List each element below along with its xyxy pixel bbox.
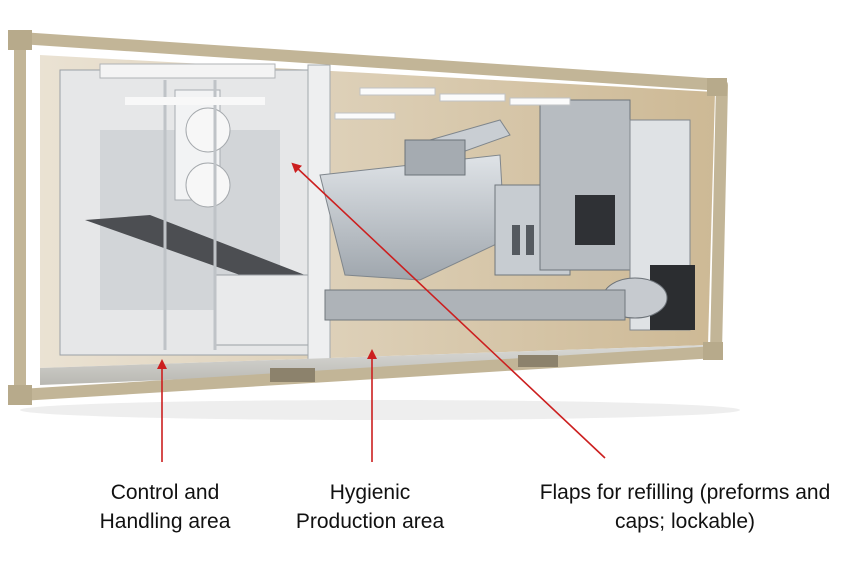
corner-casting — [8, 385, 32, 405]
corner-casting — [8, 30, 32, 50]
label-line: Production area — [295, 510, 445, 533]
production-machinery — [319, 99, 695, 331]
label-line: caps; lockable) — [614, 510, 756, 533]
label-line: Handling area — [99, 510, 231, 533]
label-line: Hygienic — [329, 481, 411, 504]
ceiling-lights — [334, 87, 571, 120]
container-illustration — [8, 30, 740, 462]
label-hygienic-production-area: Hygienic Production area — [265, 478, 475, 536]
label-line: Flaps for refilling (preforms and — [539, 481, 831, 504]
label-control-handling-area: Control and Handling area — [60, 478, 270, 536]
floor-shadow — [20, 400, 740, 420]
arrow-refill-flaps — [291, 162, 606, 459]
corner-casting — [707, 78, 727, 96]
forklift-pocket — [270, 368, 315, 382]
label-line: Control and — [110, 481, 220, 504]
label-refill-flaps: Flaps for refilling (preforms and caps; … — [505, 478, 865, 536]
forklift-pocket — [518, 355, 558, 367]
control-room — [59, 63, 326, 356]
corner-casting — [703, 342, 723, 360]
